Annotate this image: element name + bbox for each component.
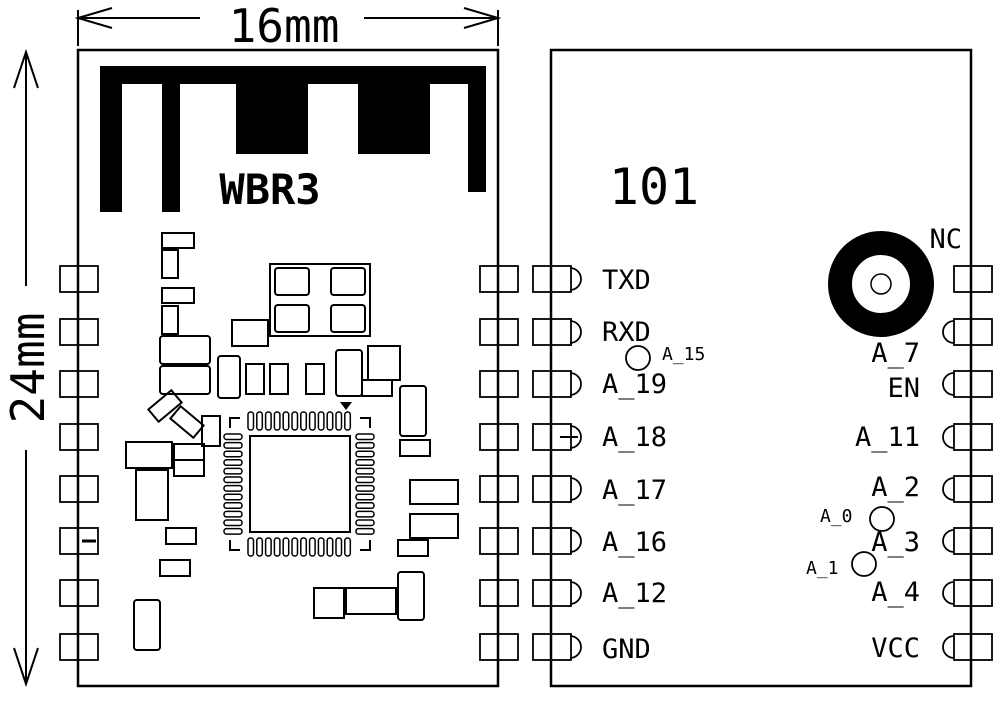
qfn-pin xyxy=(317,537,325,557)
qfn-pin xyxy=(223,484,243,492)
qfn-pin xyxy=(326,411,334,431)
qfn-pin xyxy=(355,467,375,475)
back-left-pads xyxy=(532,265,582,661)
pin-label-a16: A_16 xyxy=(602,527,667,558)
qfn-pin xyxy=(223,527,243,535)
qfn-pin xyxy=(308,537,316,557)
qfn-pin xyxy=(326,537,334,557)
pin-label-vcc: VCC xyxy=(871,633,920,664)
qfn-pin xyxy=(355,510,375,518)
qfn-pin xyxy=(223,493,243,501)
pin-label-rxd: RXD xyxy=(602,317,651,348)
qfn-pin xyxy=(264,411,272,431)
qfn-pin xyxy=(355,441,375,449)
pin-label-nc: NC xyxy=(929,224,962,255)
qfn-pin xyxy=(300,411,308,431)
pin-label-a18: A_18 xyxy=(602,422,667,453)
pin-label-gnd: GND xyxy=(602,634,651,665)
pin-label-en: EN xyxy=(887,373,920,404)
qfn-pin xyxy=(355,493,375,501)
height-label: 24mm xyxy=(1,313,55,424)
qfn-pin xyxy=(247,411,255,431)
qfn-pin xyxy=(282,537,290,557)
qfn-pin xyxy=(291,537,299,557)
front-passives xyxy=(125,232,459,651)
test-point-a0 xyxy=(869,506,895,532)
qfn-pin xyxy=(223,502,243,510)
qfn-pin xyxy=(223,450,243,458)
qfn-pin xyxy=(335,537,343,557)
front-right-pads xyxy=(479,265,519,661)
qfn-pin xyxy=(264,537,272,557)
qfn-pins xyxy=(223,411,375,557)
qfn-pin xyxy=(223,459,243,467)
pcb-antenna xyxy=(100,66,486,212)
qfn-pin xyxy=(282,411,290,431)
qfn-pin xyxy=(355,476,375,484)
test-point-a15 xyxy=(625,345,651,371)
qfn-pin xyxy=(355,527,375,535)
qfn-pin xyxy=(223,476,243,484)
qfn-pin xyxy=(223,433,243,441)
pin-label-a4: A_4 xyxy=(871,577,920,608)
back-board-outline xyxy=(549,48,973,688)
test-points: A_15 A_0 A_1 xyxy=(625,344,895,579)
qfn-pin xyxy=(223,467,243,475)
back-right-pads xyxy=(942,265,993,661)
qfn-pin xyxy=(355,433,375,441)
qfn-pin xyxy=(223,519,243,527)
pin-label-a17: A_17 xyxy=(602,475,667,506)
qfn-pin xyxy=(344,537,352,557)
antenna-connector xyxy=(828,231,934,337)
qfn-pin xyxy=(247,537,255,557)
qfn-pin xyxy=(355,502,375,510)
chip-marker xyxy=(340,402,352,410)
qfn-pin xyxy=(344,411,352,431)
qfn-chip xyxy=(229,417,371,551)
pin-label-a11: A_11 xyxy=(855,422,920,453)
pin-label-a3: A_3 xyxy=(871,527,920,558)
front-board-outline xyxy=(76,48,500,688)
crystal xyxy=(269,263,371,337)
qfn-pin xyxy=(355,450,375,458)
qfn-pin xyxy=(256,537,264,557)
qfn-pin xyxy=(317,411,325,431)
pin-label-a7: A_7 xyxy=(871,338,920,369)
left-pin-labels: TXD RXD A_19 A_18 A_17 A_16 A_12 GND xyxy=(602,265,667,665)
qfn-pin xyxy=(256,411,264,431)
test-point-a1 xyxy=(851,551,877,577)
test-point-label-a15: A_15 xyxy=(662,344,705,365)
right-pin-labels: NC A_7 EN A_11 A_2 A_3 A_4 VCC xyxy=(855,224,962,664)
pin-label-a12: A_12 xyxy=(602,578,667,609)
width-label: 16mm xyxy=(229,0,340,53)
pin-label-a19: A_19 xyxy=(602,369,667,400)
front-left-pads xyxy=(59,265,99,661)
qfn-pin xyxy=(355,484,375,492)
test-point-label-a0: A_0 xyxy=(820,506,853,527)
pin-label-txd: TXD xyxy=(602,265,651,296)
test-point-label-a1: A_1 xyxy=(806,558,839,579)
back-label: 101 xyxy=(609,158,699,216)
module-name: WBR3 xyxy=(219,165,320,214)
qfn-pin xyxy=(308,411,316,431)
qfn-pin xyxy=(223,441,243,449)
qfn-pin xyxy=(335,411,343,431)
qfn-pin xyxy=(273,537,281,557)
qfn-pin xyxy=(273,411,281,431)
qfn-pin xyxy=(223,510,243,518)
qfn-pin xyxy=(355,459,375,467)
qfn-pin xyxy=(355,519,375,527)
pin-label-a2: A_2 xyxy=(871,472,920,503)
qfn-pin xyxy=(300,537,308,557)
qfn-pin xyxy=(291,411,299,431)
